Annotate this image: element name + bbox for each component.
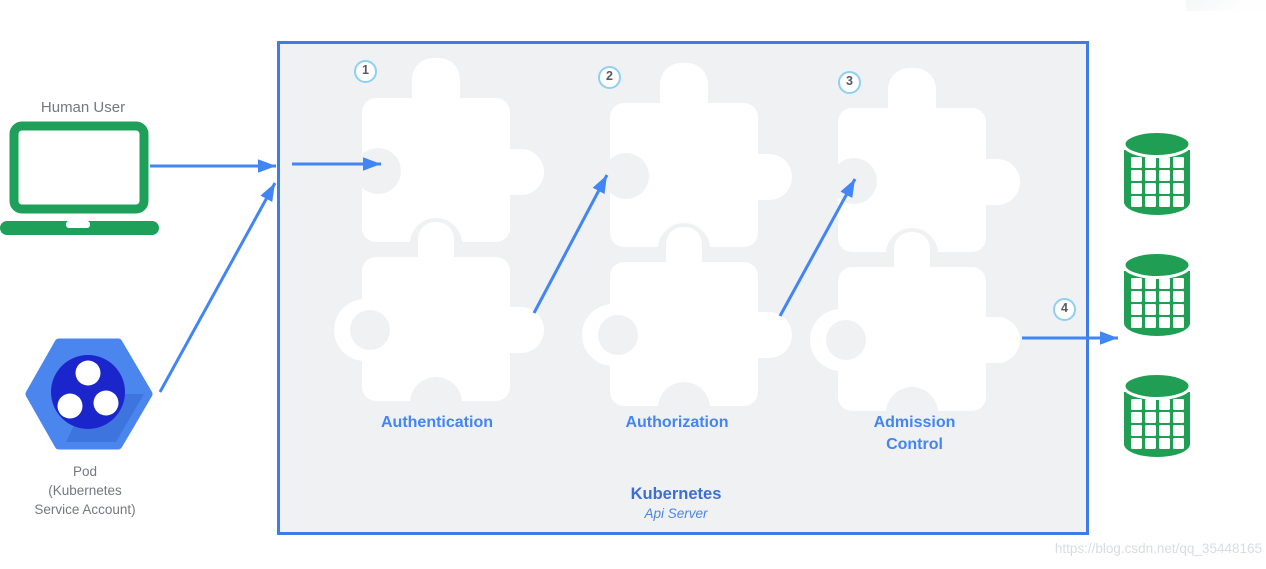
human-user-label: Human User (40, 99, 126, 116)
database-icon-2 (1122, 251, 1192, 338)
step-badge-1: 1 (354, 60, 377, 83)
corner-artifact (1186, 0, 1266, 11)
pod-label: Pod (Kubernetes Service Account) (34, 464, 136, 517)
arrow-pod-to-apiserver (158, 182, 277, 393)
watermark: https://blog.csdn.net/qq_35448165 (1054, 541, 1262, 556)
arrow-authorization-to-admission (778, 178, 857, 317)
step-badge-3: 3 (838, 71, 861, 94)
arrow-authentication-to-authorization (532, 174, 609, 314)
pod-icon (25, 338, 153, 450)
step-badge-4: 4 (1053, 298, 1076, 321)
database-icon-3 (1122, 372, 1192, 459)
database-icon-1 (1122, 130, 1192, 217)
api-server-subtitle: Api Server (644, 506, 708, 521)
authentication-label: Authentication (381, 414, 493, 431)
puzzle-authentication (334, 58, 544, 429)
admission-control-label: Admission Control (873, 414, 956, 454)
puzzle-admission-control (810, 68, 1020, 439)
authorization-label: Authorization (625, 414, 729, 431)
kubernetes-title: Kubernetes (630, 485, 722, 503)
puzzle-authorization (582, 63, 792, 434)
step-badge-2: 2 (598, 66, 621, 89)
laptop-icon (0, 121, 159, 235)
